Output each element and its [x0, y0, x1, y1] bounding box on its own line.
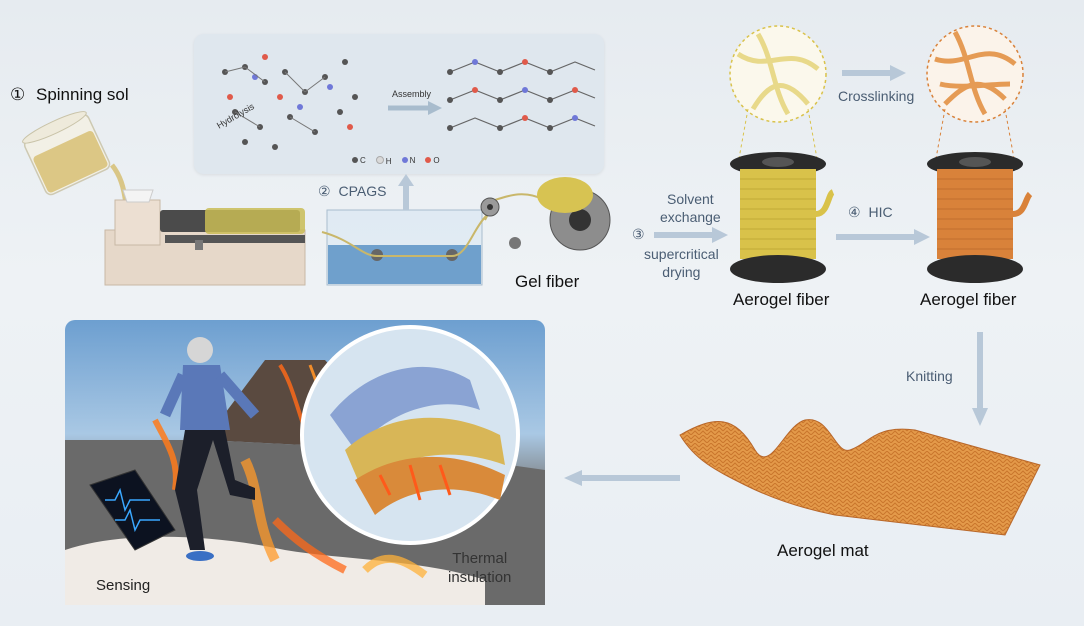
step1-text: Spinning sol — [35, 85, 129, 104]
application-left-arrow — [564, 470, 680, 486]
insulation-line: insulation — [448, 569, 512, 586]
spinning-sol-title: ① Spinning sol — [10, 85, 129, 105]
molecule-chains-right — [447, 59, 596, 131]
fiber-rollers — [480, 177, 611, 251]
atom-legend: C H N O — [352, 156, 440, 166]
aerogel-fiber-label-1: Aerogel fiber — [733, 290, 830, 309]
crosslinking-arrow — [842, 65, 906, 81]
thermal-insulation-label: Thermal insulation — [448, 549, 511, 587]
legend-hydrogen: H — [375, 156, 392, 166]
knitting-down-arrow — [972, 332, 988, 426]
step4-number: ④ — [848, 204, 861, 220]
step1-number: ① — [10, 85, 26, 104]
step3-arrow — [654, 227, 728, 243]
assembly-arrow — [388, 101, 442, 115]
step3-number: ③ — [632, 226, 645, 242]
crosslinking-label: Crosslinking — [838, 88, 915, 104]
gel-fiber-label: Gel fiber — [515, 272, 580, 291]
syringe-pump-machine — [104, 189, 306, 286]
thermal-line: Thermal — [452, 550, 508, 567]
thermal-insulation-magnifier — [300, 325, 520, 545]
solvent-line: Solvent — [667, 191, 714, 207]
supercritical-line: supercritical — [644, 246, 719, 262]
supercritical-drying-label: supercritical drying — [644, 245, 719, 281]
cpags-up-arrow — [398, 174, 414, 210]
legend-nitrogen: N — [401, 156, 415, 166]
cpags-step-label: ② CPAGS — [318, 183, 386, 200]
legend-carbon: C — [352, 156, 366, 166]
aerogel-fiber-spool-gold — [729, 25, 836, 283]
sensing-label: Sensing — [96, 577, 151, 594]
exchange-line: exchange — [660, 209, 721, 225]
assembly-label: Assembly — [392, 89, 432, 99]
drying-line: drying — [662, 264, 701, 280]
step2-number: ② — [318, 183, 331, 199]
aerogel-mat-label: Aerogel mat — [777, 541, 869, 560]
step4-text: HIC — [868, 204, 893, 220]
step2-text: CPAGS — [338, 183, 387, 199]
aerogel-mat-illustration — [679, 419, 1041, 536]
knitting-label: Knitting — [906, 368, 953, 384]
legend-oxygen: O — [425, 156, 440, 166]
hic-arrow — [836, 229, 930, 245]
pouring-beaker-illustration — [22, 111, 129, 206]
solvent-exchange-label: Solvent exchange — [660, 190, 721, 226]
molecule-cluster-left — [222, 54, 358, 150]
aerogel-fiber-spool-copper — [926, 25, 1033, 283]
hic-step-label: ④ HIC — [848, 204, 893, 221]
coagulation-bath — [321, 209, 488, 286]
aerogel-fiber-label-2: Aerogel fiber — [920, 290, 1017, 309]
